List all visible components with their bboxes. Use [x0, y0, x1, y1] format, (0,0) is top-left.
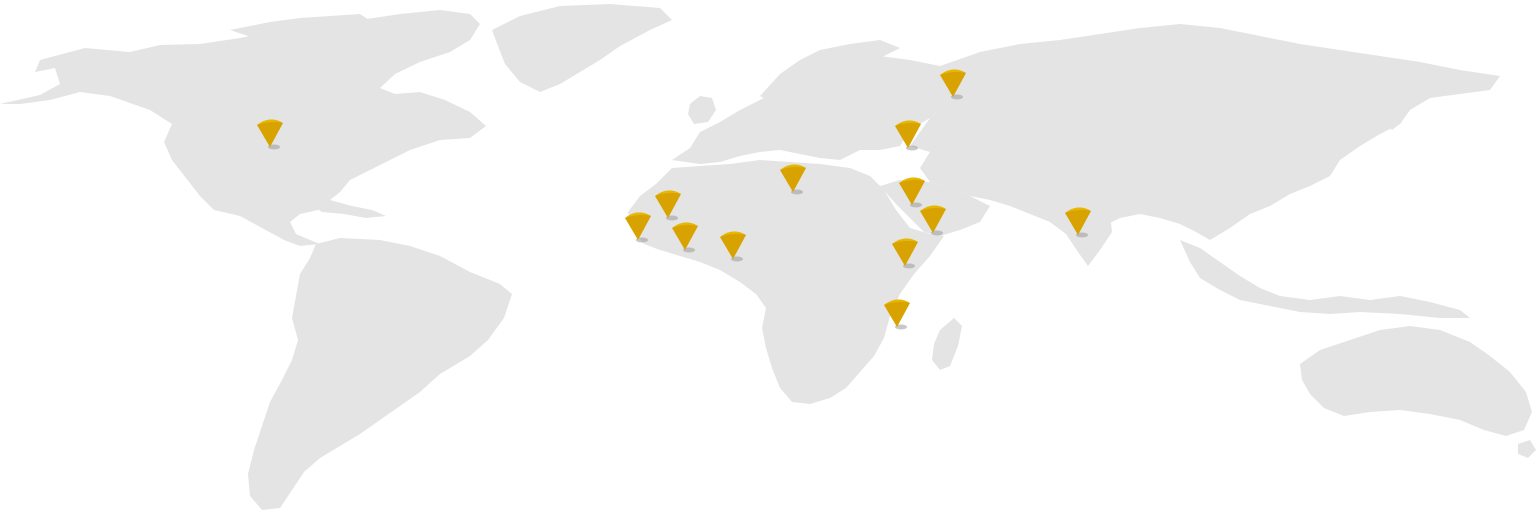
japan-landmass	[1384, 92, 1404, 130]
location-pin-icon[interactable]	[899, 177, 925, 208]
continents	[0, 4, 1536, 510]
location-pin-icon[interactable]	[892, 238, 918, 269]
location-pin-icon[interactable]	[920, 205, 946, 236]
location-pin-icon[interactable]	[780, 164, 806, 195]
madagascar-landmass	[932, 318, 962, 370]
new-zealand-landmass	[1518, 440, 1536, 458]
location-pin-icon[interactable]	[1065, 207, 1091, 238]
europe-landmass	[672, 56, 960, 164]
location-pin-icon[interactable]	[720, 231, 746, 262]
greenland-landmass	[492, 4, 672, 92]
north-america-landmass	[0, 10, 486, 246]
south-america-landmass	[248, 238, 512, 510]
australia-landmass	[1300, 326, 1532, 436]
location-pin-icon[interactable]	[940, 69, 966, 100]
location-pin-icon[interactable]	[672, 222, 698, 253]
caribbean-islands-landmass	[310, 200, 386, 218]
arctic-islands-landmass	[230, 14, 372, 40]
location-pin-icon[interactable]	[895, 120, 921, 151]
location-markers	[257, 69, 1091, 330]
scandinavia-landmass	[760, 40, 900, 108]
location-pin-icon[interactable]	[884, 299, 910, 330]
location-pin-icon[interactable]	[625, 212, 651, 243]
location-pin-icon[interactable]	[257, 119, 283, 150]
location-pin-icon[interactable]	[655, 190, 681, 221]
asia-landmass	[910, 24, 1500, 242]
southeast-asia-landmass	[1180, 240, 1470, 318]
africa-landmass	[628, 160, 944, 404]
british-isles-landmass	[688, 96, 716, 124]
